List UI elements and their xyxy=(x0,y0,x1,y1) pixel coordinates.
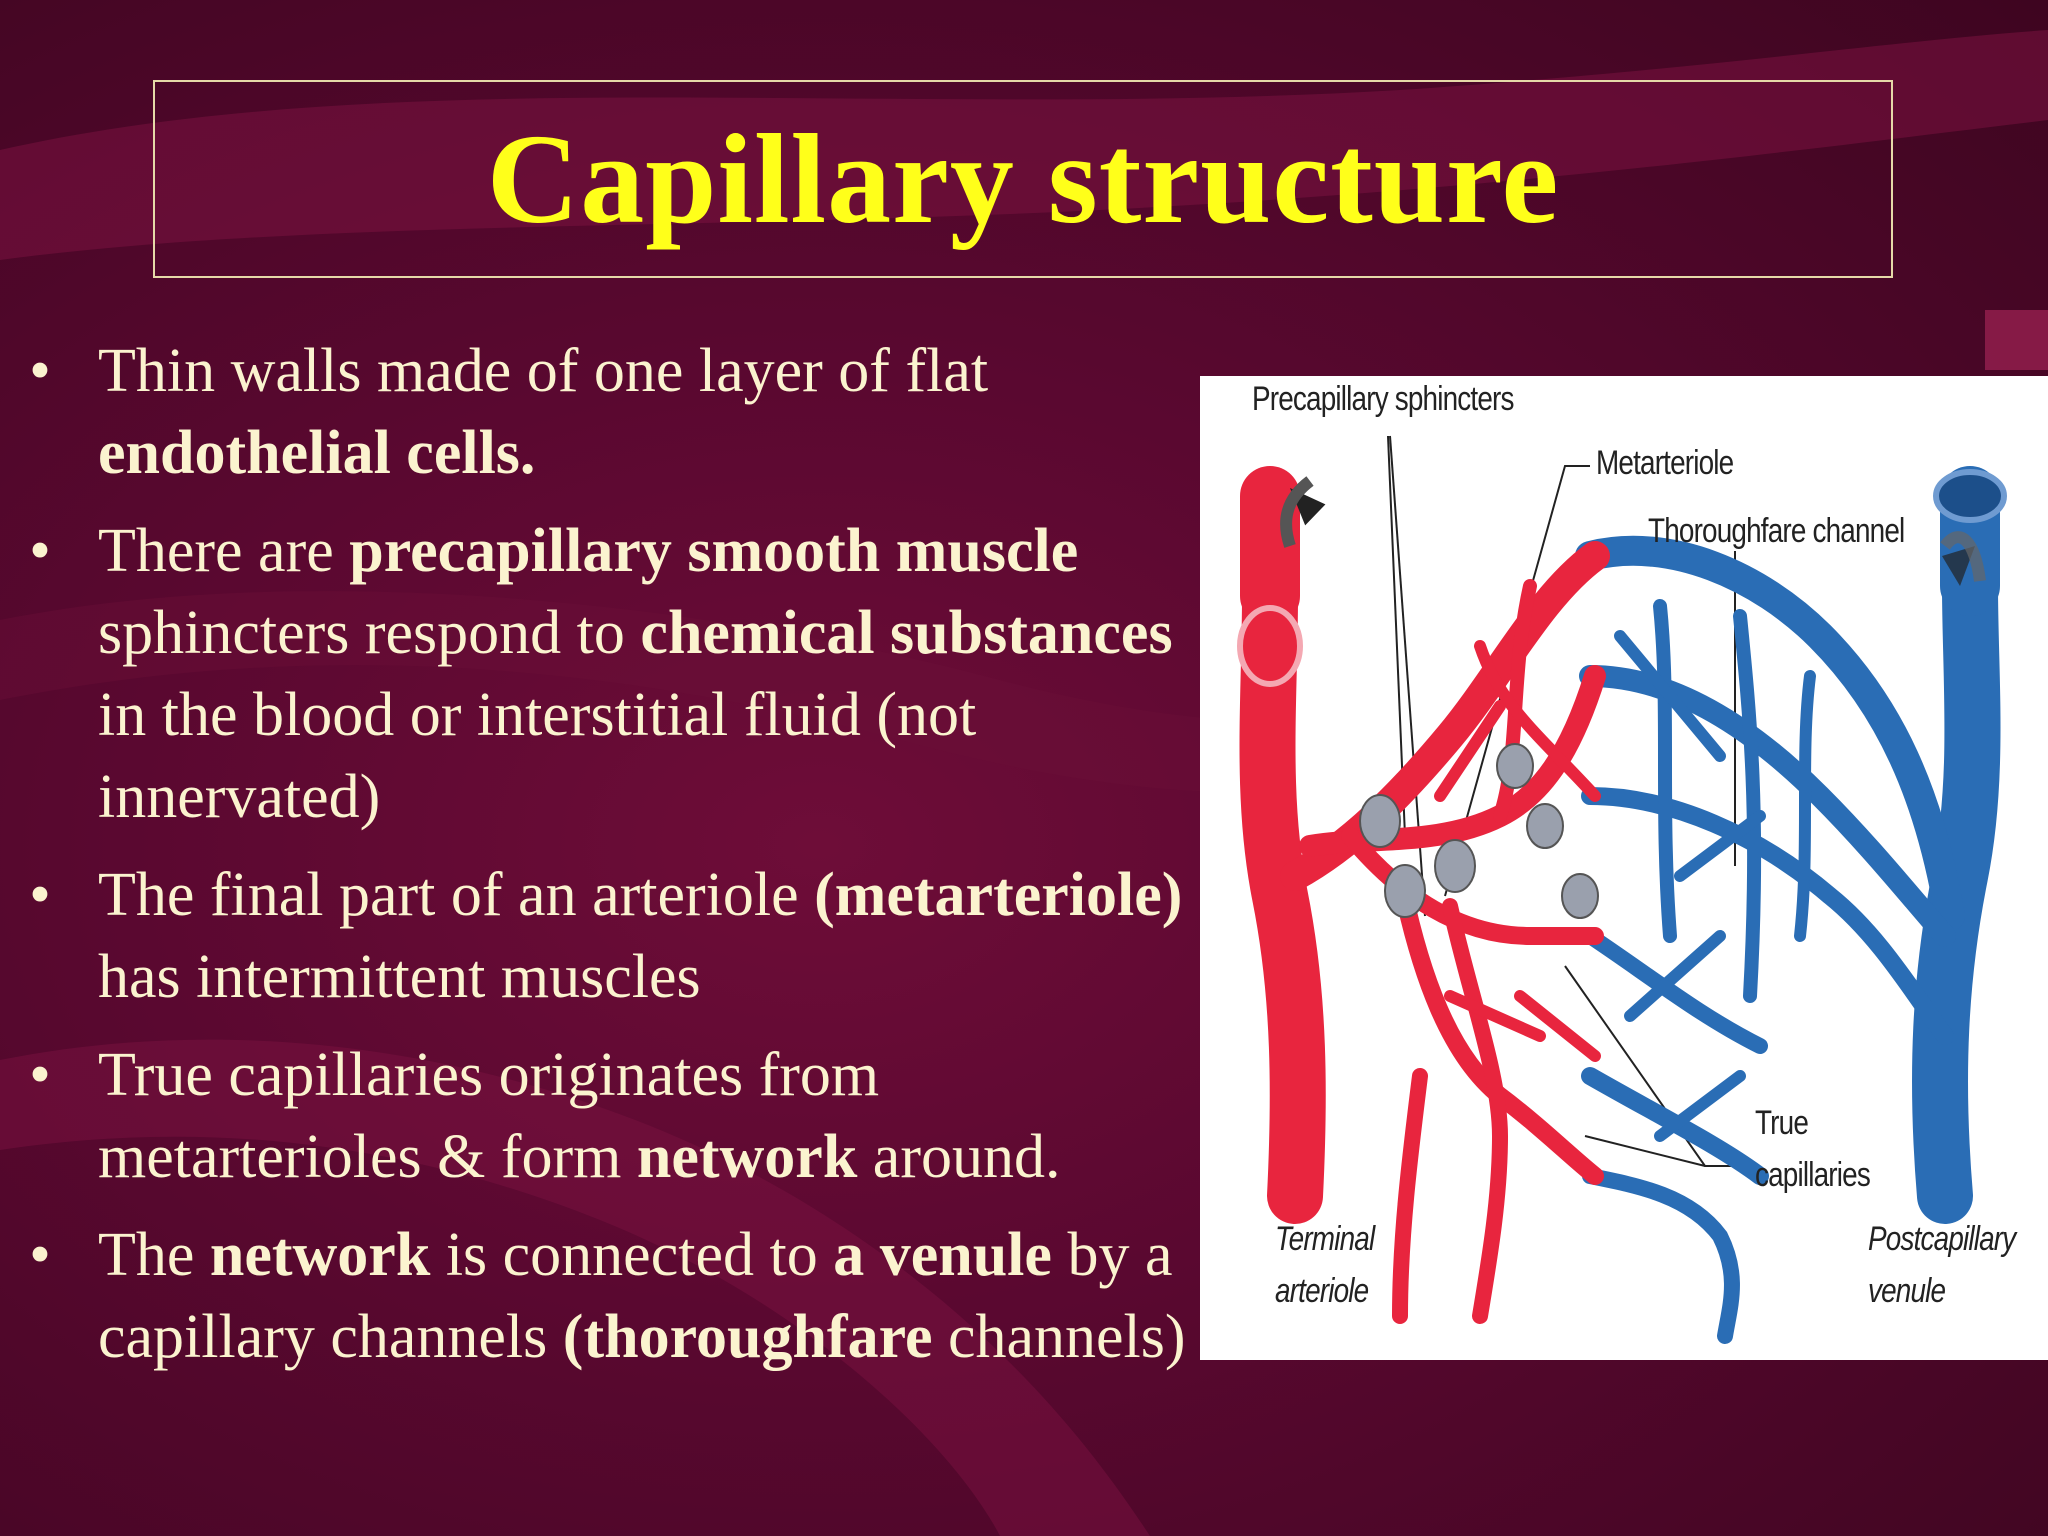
bullet-text: in the blood or interstitial fluid (not … xyxy=(98,681,977,831)
bullet-bold-text: endothelial cells. xyxy=(98,419,536,487)
bullet-marker: • xyxy=(29,861,51,929)
bullet-text: There are xyxy=(98,517,350,585)
label-terminal-arteriole-2: arteriole xyxy=(1275,1272,1369,1310)
label-true-capillaries-2: capillaries xyxy=(1755,1156,1871,1194)
bullet-text: Thin walls made of one layer of flat xyxy=(98,337,989,405)
bullet-text: around. xyxy=(857,1123,1061,1191)
bullet-item: • The final part of an arteriole (metarte… xyxy=(20,854,1200,1018)
label-terminal-arteriole-1: Terminal xyxy=(1275,1220,1375,1258)
label-precapillary-sphincters: Precapillary sphincters xyxy=(1252,380,1514,418)
capillary-illustration xyxy=(1237,435,2007,1344)
bullet-text: The final part of an arteriole xyxy=(98,861,815,929)
bullet-bold-text: (metarteriole) xyxy=(814,861,1183,929)
bullet-text: by a capillary channels xyxy=(98,1221,1173,1371)
bullet-item: • The network is connected to a venule by… xyxy=(20,1214,1200,1378)
bullet-text: has intermittent muscles xyxy=(98,943,701,1011)
bullet-text: The xyxy=(98,1221,210,1289)
label-postcapillary-venule-1: Postcapillary xyxy=(1868,1220,2016,1258)
label-thoroughfare-channel: Thoroughfare channel xyxy=(1648,512,1905,550)
bullet-bold-text: network xyxy=(209,1221,431,1289)
bullet-marker: • xyxy=(29,517,51,585)
bullet-bold-text: precapillary smooth muscle xyxy=(349,517,1079,585)
bullet-marker: • xyxy=(29,1041,51,1109)
label-postcapillary-venule-2: venule xyxy=(1868,1272,1946,1310)
label-metarteriole: Metarteriole xyxy=(1596,444,1734,482)
bullet-item: • Thin walls made of one layer of flat en… xyxy=(20,330,1200,494)
title-box: Capillary structure xyxy=(153,80,1893,278)
venous-network xyxy=(1575,466,2001,1344)
arterial-network xyxy=(1239,466,1610,1324)
bullet-marker: • xyxy=(29,1221,51,1289)
bullet-bold-text: a venule xyxy=(833,1221,1052,1289)
bullet-bold-text: chemical substances xyxy=(640,599,1173,667)
slide-title: Capillary structure xyxy=(486,107,1560,250)
precapillary-sphincters xyxy=(1359,743,1599,919)
bullet-marker: • xyxy=(29,337,51,405)
bullet-text: is connected to xyxy=(430,1221,834,1289)
capillary-diagram: Precapillary sphincters Metarteriole Tho… xyxy=(1200,376,2048,1360)
label-true-capillaries-1: True xyxy=(1755,1104,1809,1142)
venule-outflow-arrow xyxy=(1940,531,1986,582)
bullet-text: sphincters respond to xyxy=(98,599,641,667)
bullet-item: • There are precapillary smooth muscle sp… xyxy=(20,510,1200,838)
bullet-text: channels) xyxy=(932,1303,1186,1371)
bullet-text: True capillaries originates from metarte… xyxy=(98,1041,880,1191)
arteriole-inflow-arrow xyxy=(1280,476,1314,548)
bullet-bold-text: network xyxy=(636,1123,858,1191)
bullet-bold-text: (thoroughfare xyxy=(562,1303,933,1371)
bullet-list: • Thin walls made of one layer of flat en… xyxy=(20,330,1200,1394)
bullet-item: • True capillaries originates from metart… xyxy=(20,1034,1200,1198)
